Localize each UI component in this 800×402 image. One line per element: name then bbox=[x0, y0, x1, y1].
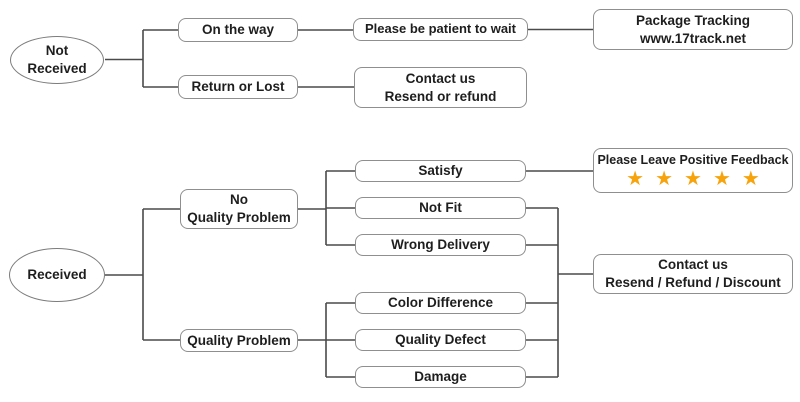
feedback-title: Please Leave Positive Feedback bbox=[597, 153, 789, 168]
node-satisfy: Satisfy bbox=[355, 160, 526, 182]
node-package-tracking: Package Tracking www.17track.net bbox=[593, 9, 793, 50]
node-positive-feedback: Please Leave Positive Feedback ★★★★★ bbox=[593, 148, 793, 193]
node-on-the-way: On the way bbox=[178, 18, 298, 42]
node-contact-resend-refund-discount: Contact us Resend / Refund / Discount bbox=[593, 254, 793, 294]
node-received: Received bbox=[9, 248, 105, 302]
node-no-quality-problem: No Quality Problem bbox=[180, 189, 298, 229]
node-quality-problem: Quality Problem bbox=[180, 329, 298, 352]
star-rating-icons: ★★★★★ bbox=[626, 167, 771, 190]
node-quality-defect: Quality Defect bbox=[355, 329, 526, 351]
node-please-be-patient: Please be patient to wait bbox=[353, 18, 528, 41]
node-damage: Damage bbox=[355, 366, 526, 388]
node-contact-resend-refund: Contact us Resend or refund bbox=[354, 67, 527, 108]
node-color-difference: Color Difference bbox=[355, 292, 526, 314]
node-not-received: Not Received bbox=[10, 36, 104, 84]
node-not-fit: Not Fit bbox=[355, 197, 526, 219]
node-wrong-delivery: Wrong Delivery bbox=[355, 234, 526, 256]
node-return-or-lost: Return or Lost bbox=[178, 75, 298, 99]
